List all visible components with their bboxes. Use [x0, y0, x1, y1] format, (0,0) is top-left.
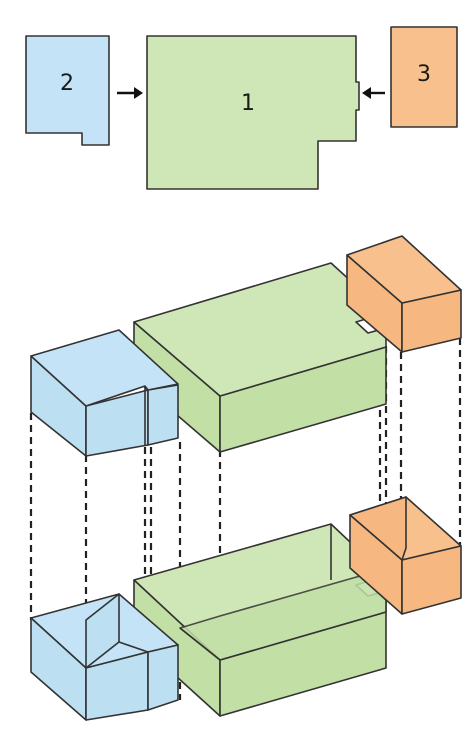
plan-label-1: 1: [241, 91, 255, 116]
plan-piece-3: [390, 26, 458, 128]
upper-box-3: [346, 235, 462, 353]
arrow-right-icon: [117, 87, 143, 99]
lower-box-2: [30, 593, 179, 721]
plan-label-2: 2: [60, 71, 74, 96]
lower-box-1: [133, 523, 387, 717]
plan-label-3: 3: [417, 62, 431, 87]
lower-box-3: [349, 496, 462, 615]
plan-view: 2 1 3: [25, 26, 458, 190]
upper-box-2: [30, 329, 179, 457]
upper-assembly: [30, 235, 462, 457]
plan-piece-1: [146, 35, 360, 190]
plan-piece-2: [25, 35, 110, 146]
arrow-left-icon: [362, 87, 385, 99]
lower-assembly: [30, 496, 462, 721]
